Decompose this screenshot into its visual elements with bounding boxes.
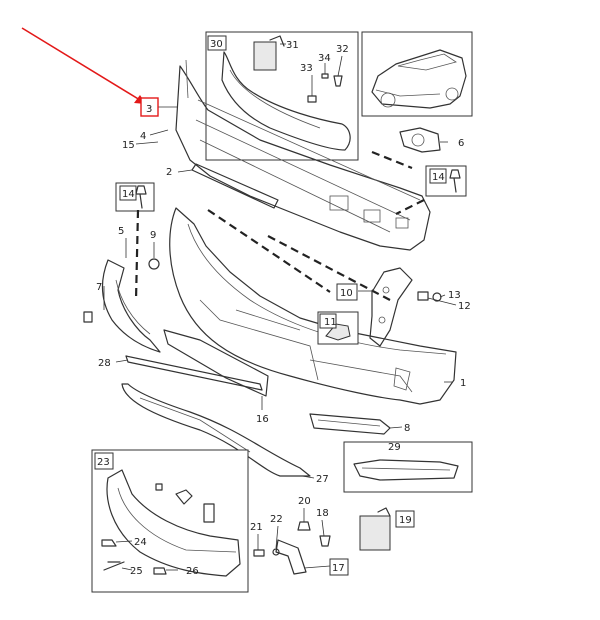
lower-trim-part-16 bbox=[163, 329, 269, 397]
part-label-31: 31 bbox=[286, 40, 299, 51]
part-label-24: 24 bbox=[134, 537, 147, 548]
part-label-34: 34 bbox=[318, 53, 331, 64]
part-label-6: 6 bbox=[458, 138, 464, 149]
part-label-11: 11 bbox=[324, 317, 337, 328]
part-label-21: 21 bbox=[250, 522, 263, 533]
part-label-7: 7 bbox=[96, 282, 102, 293]
label-box-11 bbox=[319, 313, 337, 329]
label-box-14a bbox=[119, 185, 137, 201]
part-label-29: 29 bbox=[388, 442, 401, 453]
part-label-17: 17 bbox=[332, 563, 345, 574]
side-panel-part-5 bbox=[83, 259, 161, 353]
part-label-26: 26 bbox=[186, 566, 199, 577]
part-label-16: 16 bbox=[256, 414, 269, 425]
part-label-1: 1 bbox=[460, 378, 466, 389]
nut-box-11 bbox=[317, 311, 359, 345]
highlight-box-part-3 bbox=[140, 97, 159, 117]
highlight-arrow bbox=[21, 27, 146, 104]
clip-part-9 bbox=[148, 258, 160, 270]
part-label-22: 22 bbox=[270, 514, 283, 525]
part-label-28: 28 bbox=[98, 358, 111, 369]
absorber-part-2 bbox=[191, 163, 279, 209]
bumper-cover-part-1 bbox=[169, 207, 457, 405]
hardware-17-22 bbox=[253, 521, 331, 575]
part-label-10: 10 bbox=[340, 288, 353, 299]
dashed-leaders bbox=[134, 150, 425, 301]
part-label-27: 27 bbox=[316, 474, 329, 485]
part-label-5: 5 bbox=[118, 226, 124, 237]
grille-part-8 bbox=[309, 413, 391, 435]
bumper-carrier-part-3 bbox=[175, 59, 431, 251]
part-label-14a: 14 bbox=[122, 189, 135, 200]
fog-lamp-part-6 bbox=[399, 127, 441, 153]
label-box-17 bbox=[329, 558, 349, 576]
skid-plate-part-27 bbox=[121, 383, 311, 477]
part-label-8: 8 bbox=[404, 423, 410, 434]
part-label-18: 18 bbox=[316, 508, 329, 519]
part-label-19: 19 bbox=[399, 515, 412, 526]
part-label-32: 32 bbox=[336, 44, 349, 55]
part-label-14b: 14 bbox=[432, 172, 445, 183]
part-label-12: 12 bbox=[458, 301, 471, 312]
label-box-19 bbox=[395, 510, 415, 528]
label-box-14b bbox=[429, 168, 447, 184]
leader-lines bbox=[103, 43, 457, 571]
bracket-part-10 bbox=[369, 267, 413, 347]
part-label-9: 9 bbox=[150, 230, 156, 241]
part-label-20: 20 bbox=[298, 496, 311, 507]
label-box-10 bbox=[336, 283, 358, 301]
kit-box-19 bbox=[359, 507, 391, 551]
label-box-30 bbox=[207, 35, 227, 51]
part-label-3: 3 bbox=[146, 104, 152, 115]
part-label-2: 2 bbox=[166, 167, 172, 178]
grille-box-29 bbox=[343, 441, 473, 493]
part-label-30: 30 bbox=[210, 39, 223, 50]
part-label-23: 23 bbox=[97, 457, 110, 468]
hardware-12-13 bbox=[417, 291, 442, 302]
part-label-13: 13 bbox=[448, 290, 461, 301]
part-label-15: 15 bbox=[122, 140, 135, 151]
kit-box-23 bbox=[91, 449, 249, 593]
part-label-25: 25 bbox=[130, 566, 143, 577]
label-box-23 bbox=[94, 452, 114, 470]
part-label-33: 33 bbox=[300, 63, 313, 74]
vehicle-inset bbox=[361, 31, 473, 117]
part-label-4: 4 bbox=[140, 131, 146, 142]
